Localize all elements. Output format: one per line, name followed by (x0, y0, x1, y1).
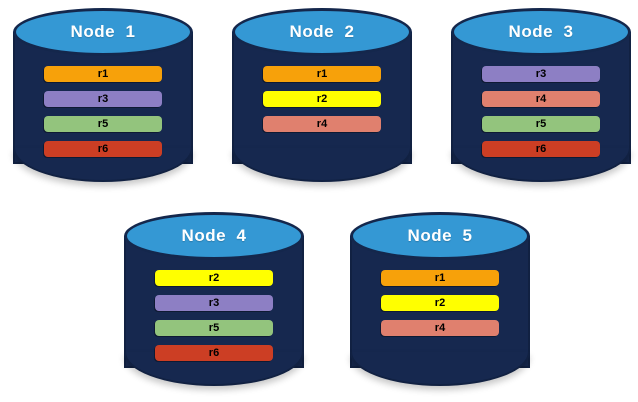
shard-bar-r2[interactable]: r2 (155, 270, 273, 286)
node-label: Node 5 (407, 226, 473, 245)
cylinder-top (13, 8, 193, 56)
shard-bar-r4[interactable]: r4 (263, 116, 381, 132)
node-label: Node 4 (181, 226, 247, 245)
shard-bar-r4[interactable]: r4 (482, 91, 600, 107)
shard-bar-r4[interactable]: r4 (381, 320, 499, 336)
node-label: Node 3 (508, 22, 574, 41)
shard-bar-r3[interactable]: r3 (482, 66, 600, 82)
database-node-1[interactable]: Node 1 r1 r3 r5 r6 (13, 8, 193, 188)
node-label: Node 1 (70, 22, 136, 41)
database-node-3[interactable]: Node 3 r3 r4 r5 r6 (451, 8, 631, 188)
shard-list: r1 r2 r4 (232, 66, 412, 132)
shard-list: r3 r4 r5 r6 (451, 66, 631, 157)
shard-list: r1 r2 r4 (350, 270, 530, 336)
shard-bar-r5[interactable]: r5 (482, 116, 600, 132)
shard-bar-r3[interactable]: r3 (155, 295, 273, 311)
database-node-4[interactable]: Node 4 r2 r3 r5 r6 (124, 212, 304, 392)
shard-bar-r6[interactable]: r6 (44, 141, 162, 157)
node-label: Node 2 (289, 22, 355, 41)
database-node-5[interactable]: Node 5 r1 r2 r4 (350, 212, 530, 392)
cylinder-top (350, 212, 530, 260)
shard-bar-r1[interactable]: r1 (263, 66, 381, 82)
shard-bar-r5[interactable]: r5 (44, 116, 162, 132)
cylinder-top (232, 8, 412, 56)
shard-bar-r1[interactable]: r1 (381, 270, 499, 286)
shard-bar-r5[interactable]: r5 (155, 320, 273, 336)
cylinder-top (124, 212, 304, 260)
shard-bar-r3[interactable]: r3 (44, 91, 162, 107)
shard-bar-r6[interactable]: r6 (482, 141, 600, 157)
shard-bar-r2[interactable]: r2 (263, 91, 381, 107)
database-node-2[interactable]: Node 2 r1 r2 r4 (232, 8, 412, 188)
shard-bar-r2[interactable]: r2 (381, 295, 499, 311)
shard-bar-r6[interactable]: r6 (155, 345, 273, 361)
shard-list: r1 r3 r5 r6 (13, 66, 193, 157)
shard-bar-r1[interactable]: r1 (44, 66, 162, 82)
shard-list: r2 r3 r5 r6 (124, 270, 304, 361)
cylinder-bottom (232, 148, 412, 182)
cylinder-top (451, 8, 631, 56)
cylinder-bottom (350, 352, 530, 386)
